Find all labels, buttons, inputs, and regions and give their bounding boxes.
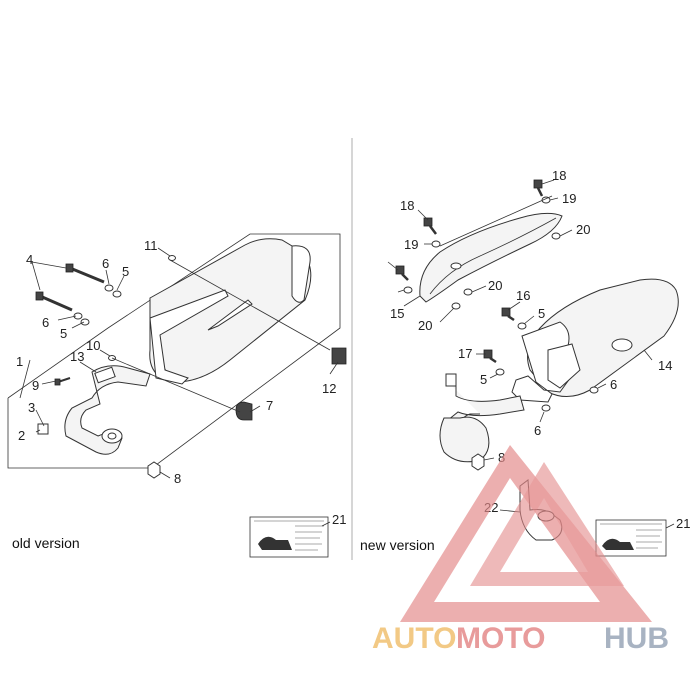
- new-callout-20a: 20: [576, 222, 590, 237]
- new-version-label: new version: [360, 537, 435, 553]
- new-washer-20c: [451, 302, 461, 310]
- new-bolt-18b: [423, 217, 437, 235]
- old-bushing: [331, 347, 347, 365]
- new-callout-19b: 19: [404, 237, 418, 252]
- old-clamp: [37, 423, 49, 435]
- new-shield-hole: [450, 262, 462, 270]
- new-washer-6b: [541, 404, 551, 412]
- old-bushing: [235, 401, 253, 421]
- new-washer-19c: [403, 286, 413, 294]
- new-leader-lines: [387, 179, 675, 529]
- old-gasket: [94, 366, 116, 384]
- new-callout-19a: 19: [562, 191, 576, 206]
- old-callout-21: 21: [332, 512, 346, 527]
- watermark-hub: HUB: [604, 622, 669, 655]
- new-callout-6a: 6: [610, 377, 617, 392]
- old-callout-6b: 6: [42, 315, 49, 330]
- old-screw: [54, 377, 71, 386]
- old-callout-11: 11: [144, 238, 158, 253]
- old-nut: [147, 461, 161, 479]
- new-callout-5a: 5: [538, 306, 545, 321]
- new-pipe-tip: [445, 373, 457, 387]
- new-washer-20b: [463, 288, 473, 296]
- new-callout-5b: 5: [480, 372, 487, 387]
- new-heat-shield: [419, 212, 563, 303]
- old-washer: [104, 284, 114, 292]
- new-washer-5a: [517, 322, 527, 330]
- new-bolt-18a: [533, 179, 544, 197]
- new-bolt-17: [483, 349, 497, 364]
- old-callout-12: 12: [322, 381, 336, 396]
- new-washer-19b: [431, 240, 441, 248]
- new-washer-6a: [589, 386, 599, 394]
- old-callout-9: 9: [32, 378, 39, 393]
- old-callout-1: 1: [16, 354, 23, 369]
- old-callout-5a: 5: [122, 264, 129, 279]
- old-callout-7: 7: [266, 398, 273, 413]
- old-label-sticker: [249, 516, 329, 558]
- old-callout-4: 4: [26, 252, 33, 267]
- new-label-sticker: [595, 519, 667, 557]
- old-leader-lines: [19, 247, 339, 527]
- new-washer-5b: [495, 368, 505, 376]
- old-callout-2: 2: [18, 428, 25, 443]
- old-long-bolt: [65, 263, 105, 284]
- new-heat-shield-edge: [429, 217, 557, 295]
- old-muffler-slot: [207, 299, 253, 331]
- old-washer: [112, 290, 122, 298]
- new-callout-18b: 18: [400, 198, 414, 213]
- old-muffler: [149, 238, 312, 383]
- old-muffler-cap: [291, 245, 311, 303]
- watermark-moto: MOTO: [456, 622, 545, 655]
- old-callout-13: 13: [70, 349, 84, 364]
- old-washer: [80, 318, 90, 326]
- new-callout-17: 17: [458, 346, 472, 361]
- new-callout-18a: 18: [552, 168, 566, 183]
- new-nut-8: [471, 453, 485, 471]
- old-version-assembly: 1 2 3 4 5 5 6 6 7 8 9 10 11 12 13 21 old…: [7, 233, 347, 558]
- new-callout-21: 21: [676, 516, 690, 531]
- old-pipe-flange-inner: [107, 432, 117, 440]
- new-callout-16: 16: [516, 288, 530, 303]
- new-callout-15: 15: [390, 306, 404, 321]
- old-exhaust-pipe: [64, 365, 151, 455]
- new-callout-8: 8: [498, 450, 505, 465]
- new-bracket-plate: [547, 343, 581, 389]
- old-washer: [73, 312, 83, 320]
- old-callout-8: 8: [174, 471, 181, 486]
- new-muffler-outlet: [611, 338, 633, 352]
- new-bolt-16: [501, 307, 515, 322]
- old-frame-outline: [7, 233, 341, 469]
- new-callout-14: 14: [658, 358, 672, 373]
- old-version-label: old version: [12, 535, 80, 551]
- new-version-assembly: 14 15 16 17 18 18 19 19 20 20 20 5 5 6 6…: [360, 168, 690, 557]
- new-pipe-loop: [439, 416, 490, 463]
- automotohub-watermark: AUTO MOTO HUB: [372, 445, 669, 655]
- old-washer: [168, 255, 176, 261]
- old-callout-5b: 5: [60, 326, 67, 341]
- new-callout-20c: 20: [418, 318, 432, 333]
- new-bolt-18c: [395, 265, 409, 281]
- old-callout-10: 10: [86, 338, 100, 353]
- new-callout-6b: 6: [534, 423, 541, 438]
- new-washer-20a: [551, 232, 561, 240]
- new-callout-20b: 20: [488, 278, 502, 293]
- old-long-bolt: [35, 291, 73, 312]
- old-callout-3: 3: [28, 400, 35, 415]
- watermark-auto: AUTO: [372, 622, 456, 655]
- watermark-triangle-inner: [470, 462, 624, 586]
- old-callout-6a: 6: [102, 256, 109, 271]
